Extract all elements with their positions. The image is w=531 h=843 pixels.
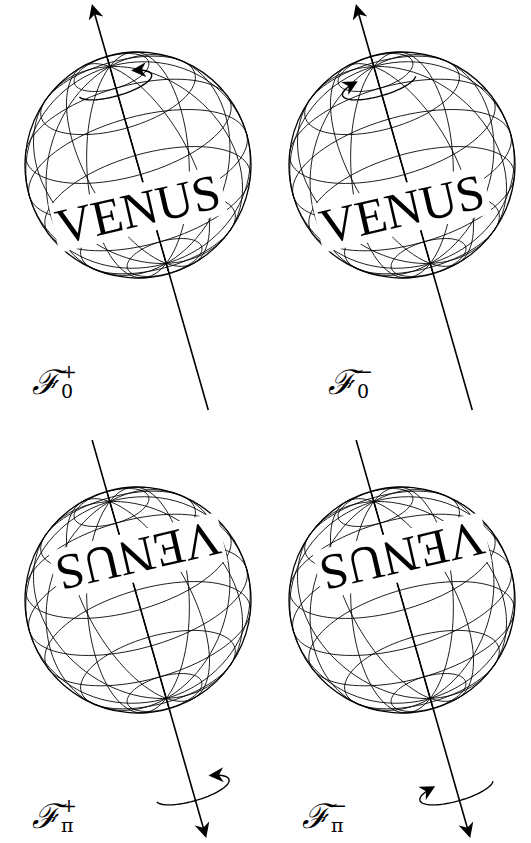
grid-line	[371, 491, 433, 708]
grid-line	[15, 472, 261, 728]
grid-line	[297, 126, 526, 271]
grid-line	[53, 478, 223, 721]
grid-line	[70, 46, 153, 99]
superscript: −	[357, 362, 373, 382]
globe-outline	[0, 460, 278, 740]
grid-line	[1, 470, 275, 729]
superscript: +	[61, 796, 77, 816]
grid-line	[279, 37, 525, 293]
frame-symbol: ℱ	[328, 365, 356, 399]
subscript: π	[331, 816, 347, 836]
globe-lettering: VENUS	[48, 165, 228, 253]
subscript: 0	[61, 382, 77, 402]
index-stack: −π	[331, 796, 347, 836]
grid-line	[317, 43, 487, 286]
grid-line	[279, 37, 525, 293]
frame-label: ℱ−π	[302, 796, 347, 836]
grid-line	[336, 615, 508, 724]
frame-label: ℱ+π	[32, 796, 77, 836]
superscript: −	[331, 796, 347, 816]
grid-line	[317, 43, 487, 286]
globe-lettering: VENUS	[312, 512, 492, 600]
frame-symbol: ℱ	[302, 799, 330, 833]
grid-line	[107, 491, 169, 708]
grid-line	[53, 43, 223, 286]
grid-line	[53, 43, 223, 286]
grid-line	[15, 37, 261, 293]
grid-line	[72, 615, 244, 724]
index-stack: −0	[357, 362, 373, 402]
globe-lettering: VENUS	[312, 165, 492, 253]
grid-line	[53, 478, 223, 721]
globe-node: VENUS	[289, 52, 515, 278]
superscript: +	[61, 362, 77, 382]
spin-arrow	[79, 70, 151, 100]
frame-label: ℱ+0	[32, 362, 77, 402]
grid-line	[1, 35, 275, 294]
grid-line	[265, 470, 531, 729]
globe-outline	[0, 25, 278, 305]
grid-line	[15, 37, 261, 293]
subscript: 0	[357, 382, 373, 402]
spin-arrow	[420, 781, 493, 805]
grid-line	[371, 56, 433, 273]
globe-outline	[262, 25, 531, 305]
globe-lettering: VENUS	[48, 512, 228, 600]
grid-line	[107, 56, 169, 273]
grid-line	[317, 478, 487, 721]
grid-line	[32, 41, 204, 150]
grid-line	[33, 126, 262, 271]
grid-line	[387, 666, 470, 719]
grid-line	[279, 472, 525, 728]
grid-line	[265, 35, 531, 294]
grid-line	[14, 494, 243, 639]
grid-line	[334, 46, 417, 99]
spin-arrow	[157, 775, 229, 805]
grid-line	[15, 472, 261, 728]
globe-node: VENUS	[25, 487, 251, 713]
grid-line	[123, 666, 206, 719]
globe-node: VENUS	[289, 487, 515, 713]
globe-node: VENUS	[25, 52, 251, 278]
grid-line	[317, 478, 487, 721]
subscript: π	[61, 816, 77, 836]
spin-arrows	[79, 70, 493, 805]
grid-line	[278, 494, 507, 639]
frame-symbol: ℱ	[32, 799, 60, 833]
frame-label: ℱ−0	[328, 362, 373, 402]
frame-symbol: ℱ	[32, 365, 60, 399]
index-stack: +0	[61, 362, 77, 402]
globe-outline	[262, 460, 531, 740]
grid-line	[279, 472, 525, 728]
index-stack: +π	[61, 796, 77, 836]
grid-line	[296, 41, 468, 150]
